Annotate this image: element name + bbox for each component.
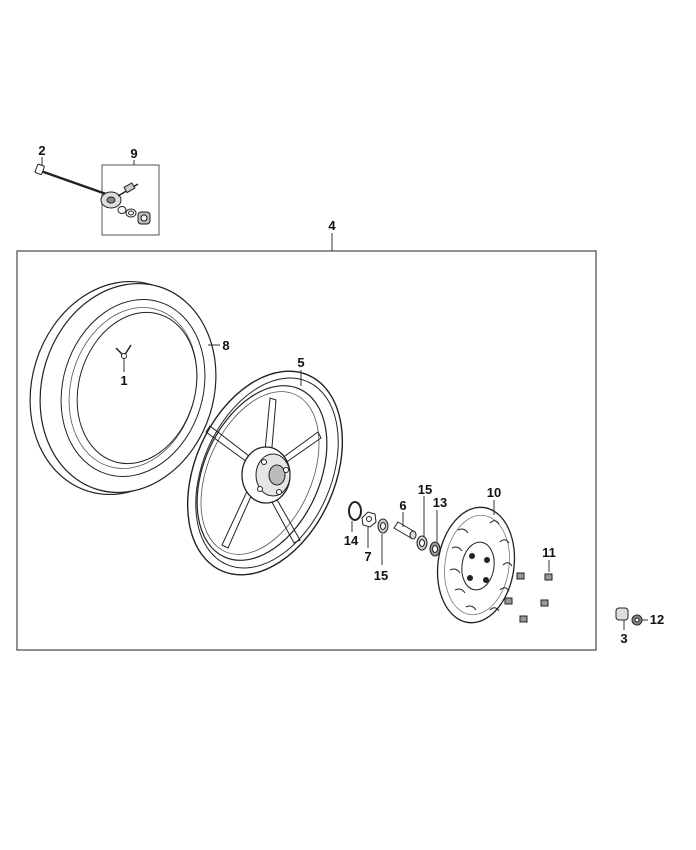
assembly-frame	[16, 250, 597, 651]
collar-part	[615, 607, 629, 630]
axle-part	[34, 157, 107, 196]
seal-part	[348, 501, 362, 532]
callout-14: 14	[344, 533, 359, 548]
callout-10: 10	[487, 485, 501, 500]
retainer-part	[361, 511, 377, 548]
bearing-part-left	[377, 518, 389, 565]
callout-3: 3	[620, 631, 627, 646]
callout-2: 2	[38, 143, 45, 158]
speedometer-gear-part	[100, 182, 151, 225]
valve-part	[115, 344, 132, 372]
callout-4: 4	[328, 218, 336, 233]
oil-seal-part	[429, 510, 441, 557]
rim-part	[186, 370, 344, 576]
callout-15-upper: 15	[418, 482, 432, 497]
spacer-part	[393, 512, 417, 540]
callout-7: 7	[364, 549, 371, 564]
callout-5: 5	[297, 355, 304, 370]
callout-13: 13	[433, 495, 447, 510]
bearing-part-right	[416, 496, 428, 551]
tire-part	[29, 280, 220, 496]
callout-6: 6	[399, 498, 406, 513]
callout-12: 12	[650, 612, 664, 627]
callout-8: 8	[222, 338, 229, 353]
callout-15-lower: 15	[374, 568, 388, 583]
disc-bolts-part	[504, 560, 553, 623]
callout-1: 1	[120, 373, 127, 388]
axle-nut-part	[631, 614, 648, 626]
brake-disc-part	[436, 500, 516, 624]
callout-9: 9	[130, 146, 137, 161]
callout-11: 11	[542, 545, 556, 560]
